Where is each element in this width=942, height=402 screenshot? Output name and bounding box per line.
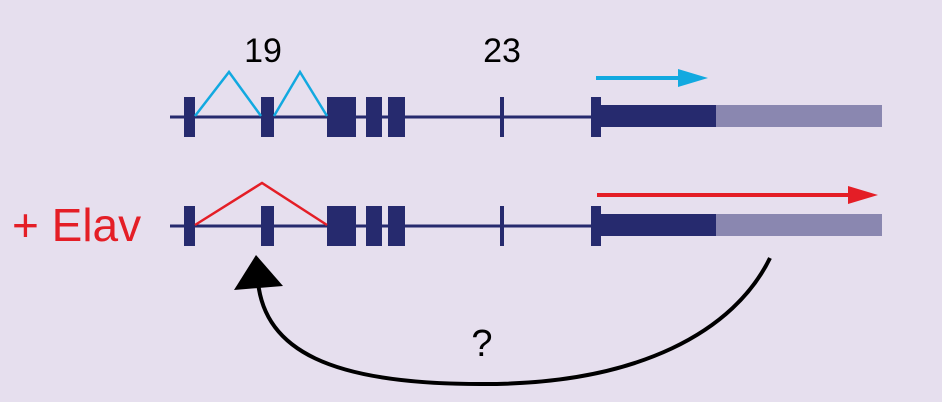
exon — [388, 206, 405, 246]
exon — [327, 97, 356, 137]
last-exon-utr — [716, 105, 882, 127]
exon-19-label: 19 — [244, 32, 282, 70]
exon — [366, 206, 382, 246]
last-exon-utr — [716, 214, 882, 236]
curved-arrow-head — [234, 255, 283, 290]
exon-19 — [261, 97, 274, 137]
splice-junction — [194, 69, 263, 117]
splice-junction-skip — [194, 181, 328, 227]
last-exon-coding — [591, 97, 601, 137]
exon — [184, 97, 195, 137]
curved-arrow-icon — [256, 257, 772, 387]
arrow-right-icon — [848, 186, 878, 204]
exon-23-label: 23 — [483, 32, 521, 70]
last-exon-coding — [591, 206, 601, 246]
transcript-elav — [170, 181, 882, 246]
exon — [366, 97, 382, 137]
question-mark-label: ? — [471, 323, 492, 365]
last-exon-coding — [600, 105, 716, 127]
exon-19 — [261, 206, 274, 246]
last-exon-coding — [600, 214, 716, 236]
splice-junction — [272, 69, 329, 117]
exon — [388, 97, 405, 137]
exon-23 — [500, 206, 504, 246]
exon — [327, 206, 356, 246]
arrow-right-icon — [678, 69, 708, 87]
transcript-default — [170, 69, 882, 137]
exon — [184, 206, 195, 246]
elav-condition-label: + Elav — [12, 199, 141, 251]
exon-23 — [500, 97, 504, 137]
